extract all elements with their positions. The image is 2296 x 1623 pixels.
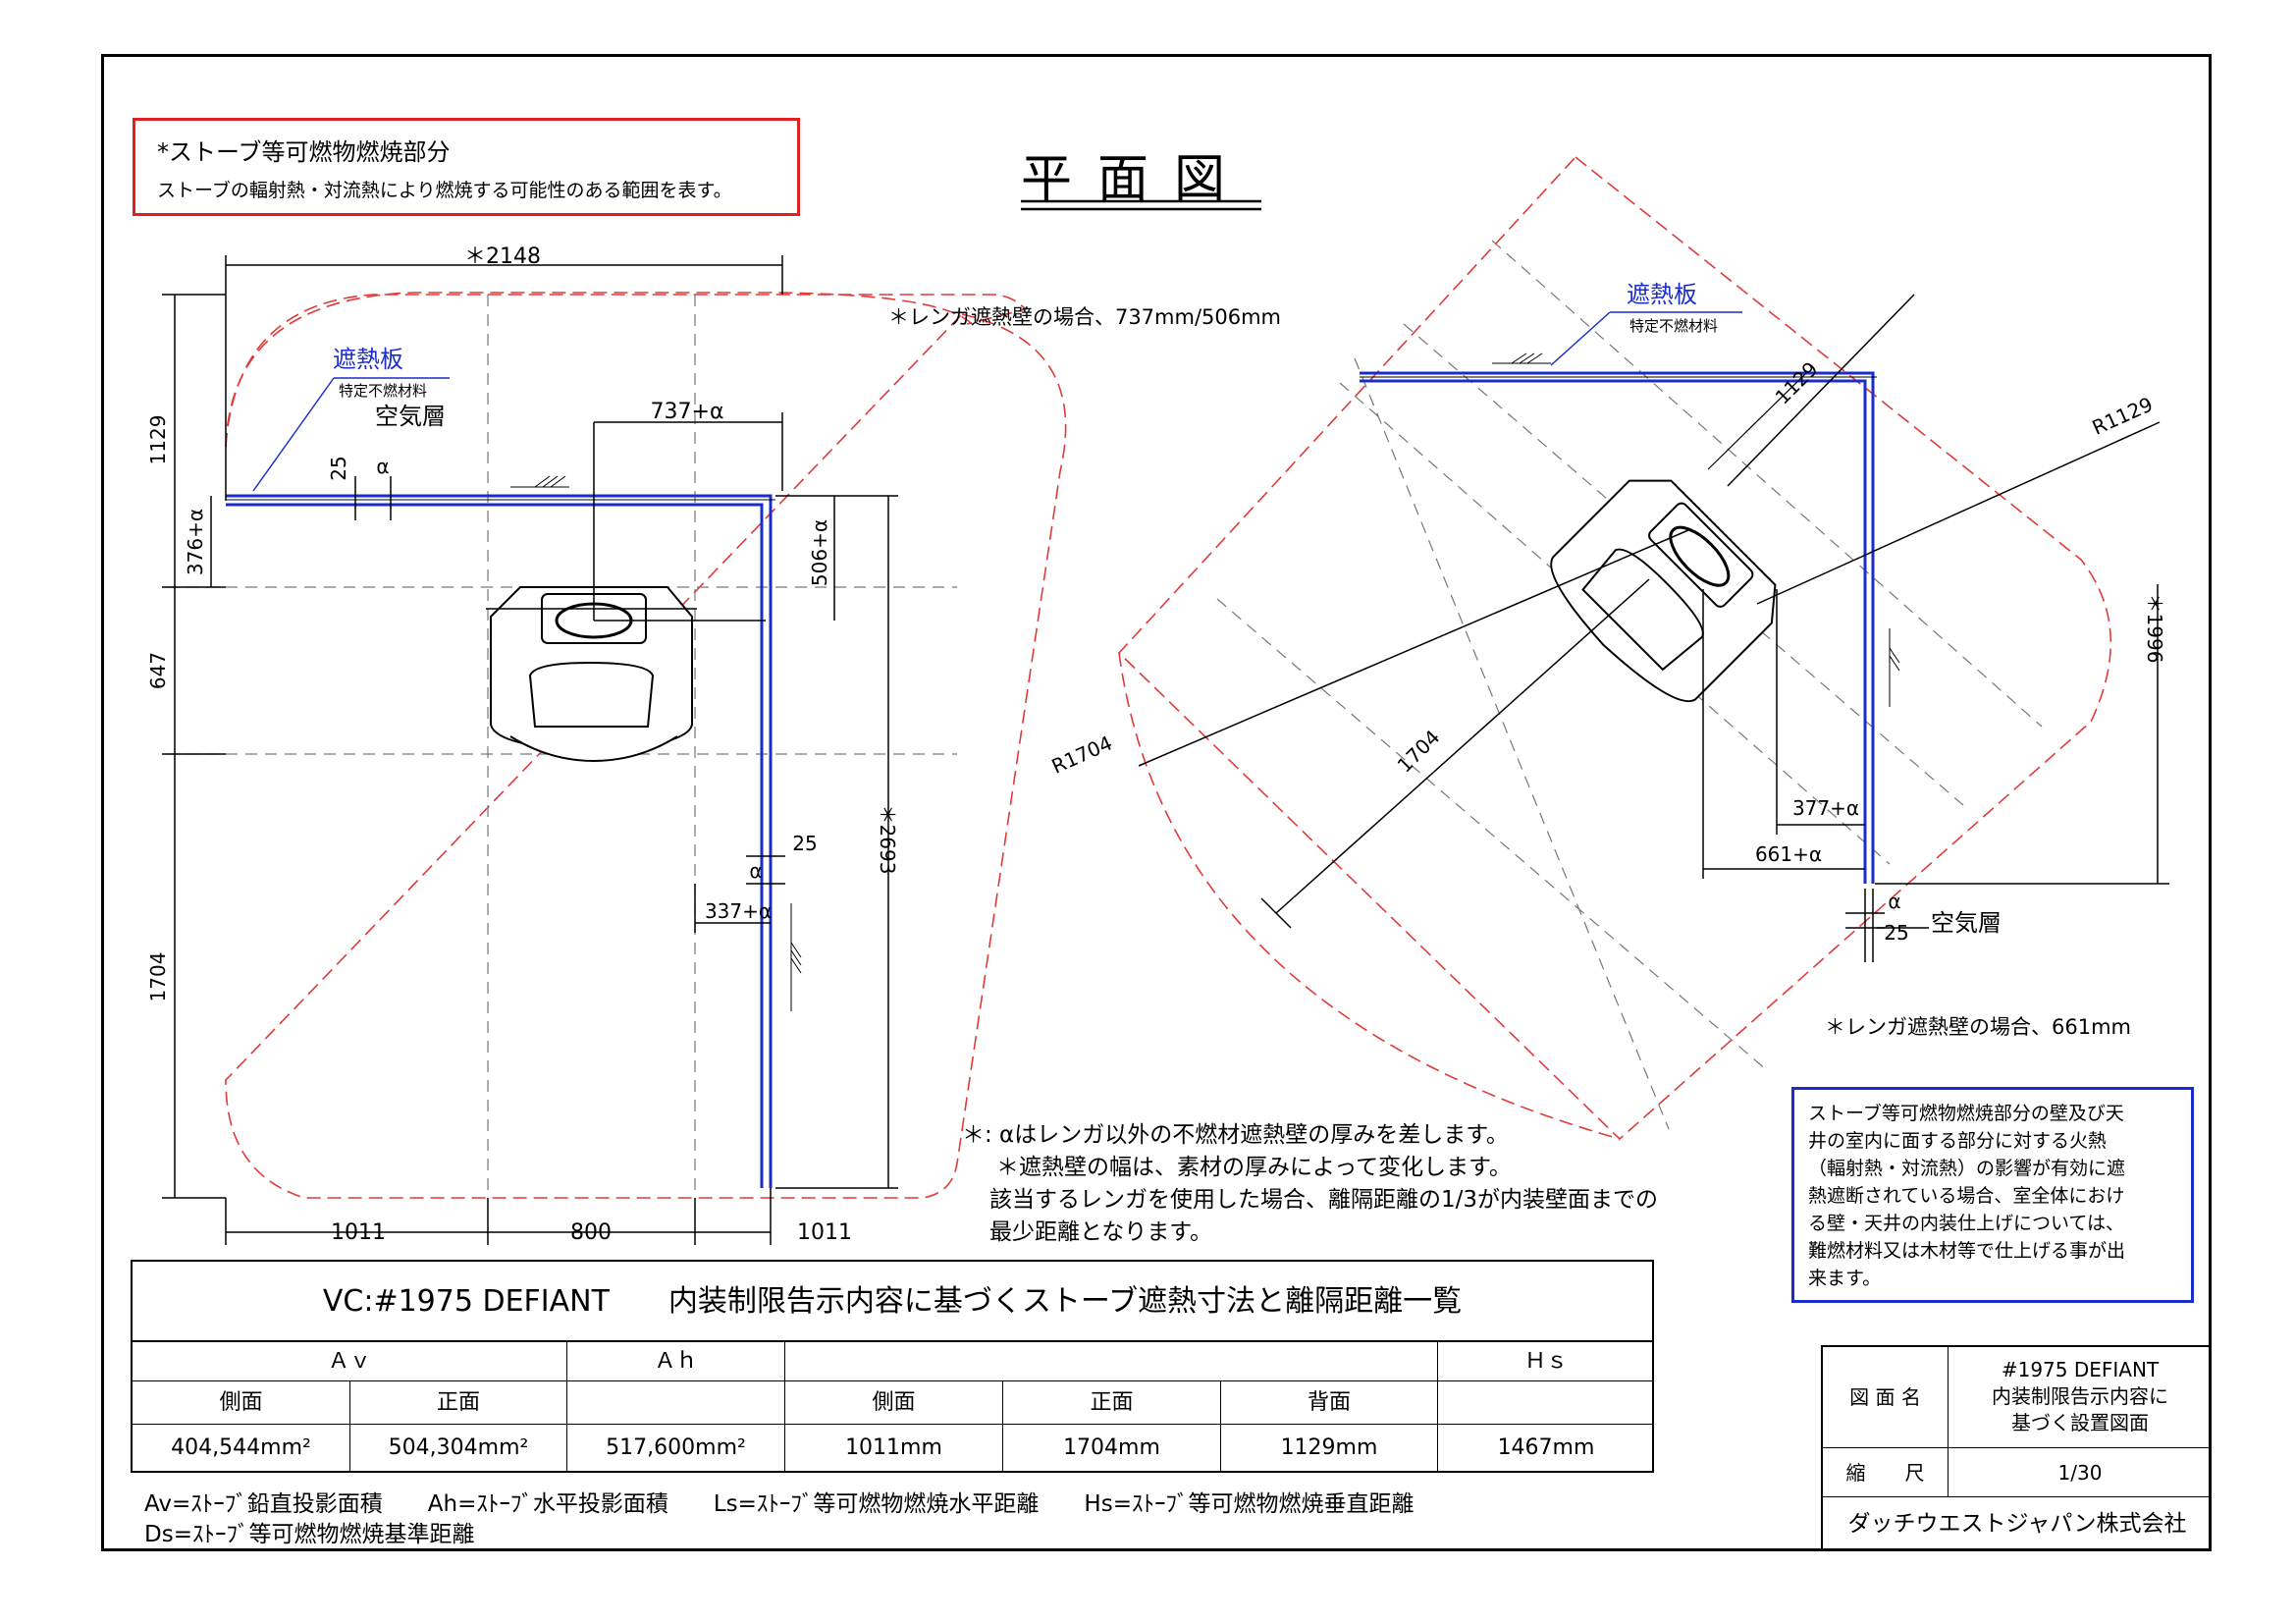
dim-25-top: 25 xyxy=(327,456,350,480)
scale-label: 縮 尺 xyxy=(1823,1448,1949,1497)
drawing-name-line: 基づく設置図面 xyxy=(2011,1411,2149,1434)
left-plan: ＊2148 ＊レンガ遮熱壁の場合、737mm/506mm 遮熱板 特定不燃材料 … xyxy=(146,244,1281,1245)
group-ah: Ａｈ xyxy=(567,1342,785,1381)
header-cell xyxy=(567,1381,785,1425)
notes-block: ＊: αはレンガ以外の不燃材遮熱壁の厚みを差します。 ＊遮熱壁の幅は、素材の厚み… xyxy=(962,1119,1658,1249)
dim-bottom-1: 1011 xyxy=(331,1220,386,1245)
page-title: 平面図 xyxy=(1021,150,1252,209)
value-cell: 404,544mm² xyxy=(133,1425,350,1471)
dim-25-right-plan: 25 xyxy=(1884,921,1908,945)
abbrev-line-2: Ds=ｽﾄｰﾌﾞ等可燃物燃焼基準距離 xyxy=(144,1522,475,1547)
note-line-4: 最少距離となります。 xyxy=(989,1219,1213,1245)
dim-1704-left: 1704 xyxy=(146,952,170,1002)
header-cell: 正面 xyxy=(1003,1381,1221,1425)
dim-alpha-right-plan: α xyxy=(1888,890,1900,913)
dim-25-right: 25 xyxy=(792,832,817,855)
dim-506: 506+α xyxy=(808,519,831,586)
dim-647: 647 xyxy=(146,652,170,689)
left-stove xyxy=(486,586,697,763)
dim-337: 337+α xyxy=(705,899,772,923)
note-box: ストーブ等可燃物燃焼部分の壁及び天 井の室内に面する部分に対する火熱 （輻射熱・… xyxy=(1791,1087,2194,1303)
note-box-line: 来ます。 xyxy=(1808,1268,1882,1289)
header-cell: 側面 xyxy=(133,1381,350,1425)
header-cell: 背面 xyxy=(1221,1381,1438,1425)
title-block: 図 面 名 #1975 DEFIANT 内装制限告示内容に 基づく設置図面 縮 … xyxy=(1821,1345,2212,1551)
dim-alpha-right: α xyxy=(749,859,762,883)
value-cell: 1129mm xyxy=(1221,1425,1438,1471)
dim-1996: ＊1996 xyxy=(2143,594,2166,664)
note-box-line: 難燃材料又は木材等で仕上げる事が出 xyxy=(1808,1240,2126,1262)
scale-value: 1/30 xyxy=(1949,1448,2212,1497)
right-air-layer: 空気層 xyxy=(1931,909,2002,937)
dim-2693: ＊2693 xyxy=(876,805,899,875)
dim-1129-left: 1129 xyxy=(146,415,170,465)
left-brick-note: ＊レンガ遮熱壁の場合、737mm/506mm xyxy=(888,305,1281,329)
header-cell xyxy=(1438,1381,1654,1425)
note-line-2: ＊遮熱壁の幅は、素材の厚みによって変化します。 xyxy=(996,1155,1512,1180)
right-heat-shield xyxy=(1360,371,1875,884)
note-line-3: 該当するレンガを使用した場合、離隔距離の1/3が内装壁面までの xyxy=(989,1187,1659,1213)
dim-alpha-top: α xyxy=(376,455,389,478)
note-line-1: ＊: αはレンガ以外の不燃材遮熱壁の厚みを差します。 xyxy=(962,1122,1509,1148)
group-av: Ａｖ xyxy=(133,1342,567,1381)
legend-description: ストーブの輻射熱・対流熱により燃焼する可能性のある範囲を表す。 xyxy=(157,180,732,201)
value-cell: 1467mm xyxy=(1497,1435,1595,1460)
abbrev-line-1: Av=ｽﾄｰﾌﾞ鉛直投影面積 Ah=ｽﾄｰﾌﾞ水平投影面積 Ls=ｽﾄｰﾌﾞ等可… xyxy=(144,1491,1415,1517)
dim-bottom-2: 800 xyxy=(570,1220,612,1245)
dim-2148: ＊2148 xyxy=(464,244,541,269)
dim-bottom-3: 1011 xyxy=(797,1220,852,1245)
dim-377: 377+α xyxy=(1792,796,1859,820)
drawing-frame xyxy=(101,54,2212,1551)
header-cell: 正面 xyxy=(350,1381,567,1425)
group-hs: Ｈｓ xyxy=(1438,1342,1654,1381)
dim-1129-right: 1129 xyxy=(1771,357,1823,409)
value-cell: 1704mm xyxy=(1003,1425,1221,1471)
drawing-name-line: 内装制限告示内容に xyxy=(1992,1384,2168,1408)
legend-box: *ストーブ等可燃物燃焼部分 ストーブの輻射熱・対流熱により燃焼する可能性のある範… xyxy=(133,118,800,216)
header-cell: 側面 xyxy=(785,1381,1003,1425)
group-ls xyxy=(785,1342,1438,1381)
right-shield-material: 特定不燃材料 xyxy=(1629,317,1718,335)
note-box-line: 熱遮断されている場合、室全体におけ xyxy=(1808,1185,2125,1207)
company-name: ダッチウエストジャパン株式会社 xyxy=(1847,1511,2187,1537)
dim-376: 376+α xyxy=(184,509,207,575)
right-plan: 遮熱板 特定不燃材料 1129 R1129 R1704 1704 ＊1996 3… xyxy=(1048,155,2169,1141)
clearance-table: VC:#1975 DEFIANT 内装制限告示内容に基づくストーブ遮熱寸法と離隔… xyxy=(131,1260,1654,1473)
left-shield-material: 特定不燃材料 xyxy=(339,382,427,400)
right-shield-label: 遮熱板 xyxy=(1627,281,1697,308)
table-title: VC:#1975 DEFIANT 内装制限告示内容に基づくストーブ遮熱寸法と離隔… xyxy=(133,1262,1652,1342)
dim-737: 737+α xyxy=(651,400,724,424)
right-brick-note: ＊レンガ遮熱壁の場合、661mm xyxy=(1825,1015,2131,1039)
legend-title: *ストーブ等可燃物燃焼部分 xyxy=(157,138,451,166)
note-box-line: 井の室内に面する部分に対する火熱 xyxy=(1808,1130,2108,1152)
dim-r1129: R1129 xyxy=(2089,392,2157,439)
drawing-name-line: #1975 DEFIANT xyxy=(2001,1358,2160,1381)
right-stove xyxy=(1550,479,1777,703)
right-combustion-area xyxy=(1117,155,2112,1141)
dim-r1704: R1704 xyxy=(1048,730,1116,778)
dim-661: 661+α xyxy=(1755,842,1822,866)
drawing-name: #1975 DEFIANT 内装制限告示内容に 基づく設置図面 xyxy=(1949,1347,2212,1448)
value-cell: 517,600mm² xyxy=(567,1425,785,1471)
note-box-line: （輻射熱・対流熱）の影響が有効に遮 xyxy=(1808,1158,2126,1179)
note-box-line: ストーブ等可燃物燃焼部分の壁及び天 xyxy=(1808,1103,2124,1124)
left-air-layer: 空気層 xyxy=(375,403,446,430)
left-heat-shield xyxy=(226,494,773,1188)
value-cell: 504,304mm² xyxy=(350,1425,567,1471)
note-box-line: る壁・天井の内装仕上げについては、 xyxy=(1808,1213,2125,1234)
drawing-name-label: 図 面 名 xyxy=(1823,1347,1949,1448)
value-cell: 1011mm xyxy=(785,1425,1003,1471)
left-shield-label: 遮熱板 xyxy=(333,346,403,373)
